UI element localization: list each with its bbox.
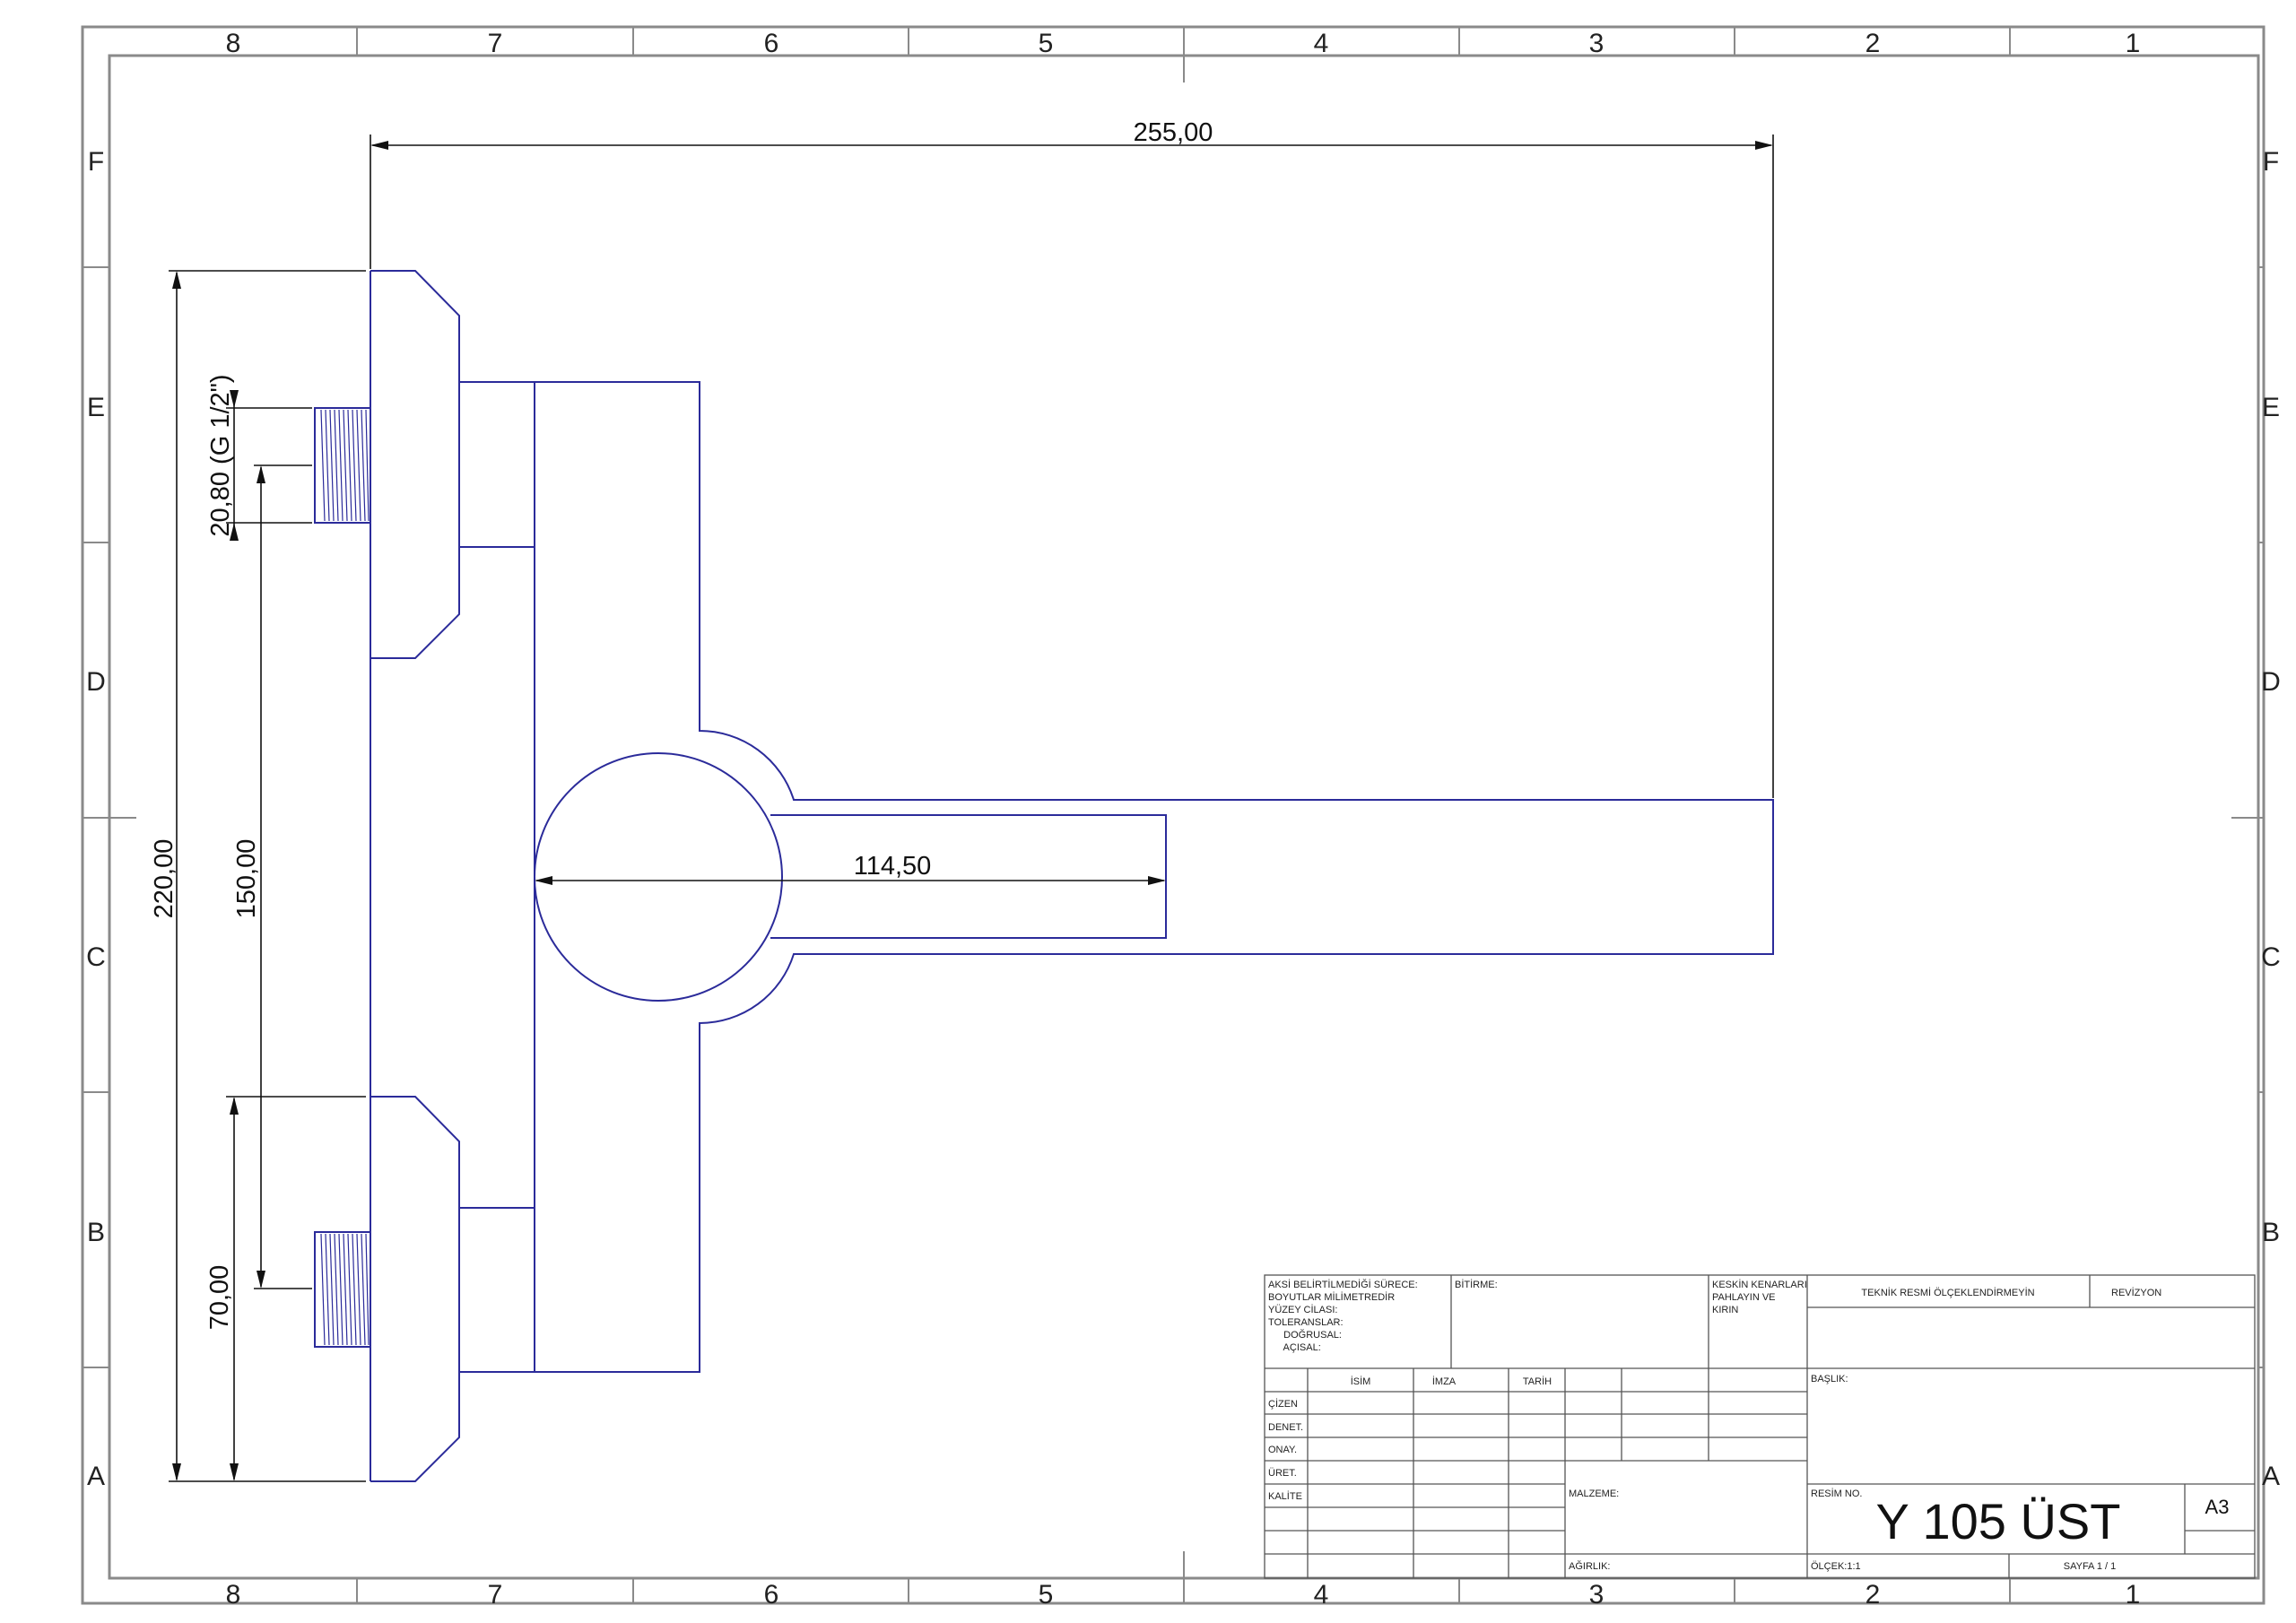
zone-row-d-left: D xyxy=(86,667,106,697)
weight-label: AĞIRLIK: xyxy=(1569,1560,1610,1572)
role-drawn: ÇİZEN xyxy=(1268,1398,1298,1410)
zone-row-a-left: A xyxy=(87,1462,105,1491)
zone-row-e-right: E xyxy=(2262,393,2280,422)
zone-row-f-right: F xyxy=(2263,147,2279,177)
drawing-no-label: RESİM NO. xyxy=(1811,1488,1862,1499)
zone-col-7-bottom: 7 xyxy=(488,1580,503,1610)
zone-row-e-left: E xyxy=(87,393,105,422)
role-checked: DENET. xyxy=(1268,1422,1303,1433)
do-not-scale-note: TEKNİK RESMİ ÖLÇEKLENDİRMEYİN xyxy=(1861,1287,2034,1298)
note-line-5: DOĞRUSAL: xyxy=(1275,1329,1342,1341)
zone-row-f-left: F xyxy=(88,147,104,177)
dim-label-114: 114,50 xyxy=(854,852,932,881)
note-line-3: YÜZEY CİLASI: xyxy=(1268,1304,1337,1315)
material-label: MALZEME: xyxy=(1569,1488,1619,1499)
dimension-inlet-spacing: 150,00 xyxy=(232,464,312,1289)
edges-note-3: KIRIN xyxy=(1712,1305,1738,1315)
zone-col-4-bottom: 4 xyxy=(1314,1580,1329,1610)
zone-col-4-top: 4 xyxy=(1314,29,1329,58)
inner-border xyxy=(108,54,2260,1580)
zone-row-d-right: D xyxy=(2261,667,2281,697)
edges-note-1: KESKİN KENARLARI xyxy=(1712,1279,1807,1290)
role-approved: ONAY. xyxy=(1268,1445,1297,1455)
dimension-thread: 20,80 (G 1/2") xyxy=(206,374,312,541)
zone-col-5-top: 5 xyxy=(1039,29,1054,58)
upper-flange xyxy=(370,270,460,659)
zone-row-b-left: B xyxy=(87,1218,105,1247)
col-date-label: TARİH xyxy=(1523,1376,1552,1387)
upper-threaded-inlet xyxy=(314,407,371,524)
zone-col-7-top: 7 xyxy=(488,29,503,58)
dim-label-thread: 20,80 (G 1/2") xyxy=(206,374,235,536)
zone-row-labels-right: F E D C B A xyxy=(2261,147,2281,1491)
dimension-total-width: 255,00 xyxy=(370,118,1774,798)
note-line-1: AKSİ BELİRTİLMEDİĞİ SÜRECE: xyxy=(1268,1279,1418,1290)
zone-row-c-left: C xyxy=(86,942,106,972)
upper-neck xyxy=(459,381,535,548)
outer-border xyxy=(81,25,2266,1605)
lower-neck xyxy=(459,1207,535,1373)
title-label: BAŞLIK: xyxy=(1811,1374,1848,1384)
col-name-label: İSİM xyxy=(1351,1376,1371,1387)
note-line-6: AÇISAL: xyxy=(1275,1342,1321,1353)
zone-ticks xyxy=(83,27,2264,1603)
zone-col-6-top: 6 xyxy=(764,29,779,58)
note-line-4: TOLERANSLAR: xyxy=(1268,1317,1344,1328)
zone-row-b-right: B xyxy=(2262,1218,2280,1247)
dimension-total-height: 220,00 xyxy=(150,270,366,1482)
drawing-number: Y 105 ÜST xyxy=(1876,1493,2121,1549)
main-body xyxy=(534,381,1774,1373)
lower-flange xyxy=(370,1096,460,1482)
note-line-2: BOYUTLAR MİLİMETREDİR xyxy=(1268,1291,1395,1303)
role-manufacturing: ÜRET. xyxy=(1268,1468,1297,1479)
sheet-size: A3 xyxy=(2205,1496,2230,1518)
dimension-inlet-offset: 70,00 xyxy=(205,1096,366,1481)
sheet-number-label: SAYFA 1 / 1 xyxy=(2064,1561,2117,1572)
scale-label: ÖLÇEK:1:1 xyxy=(1811,1561,1861,1572)
role-quality: KALİTE xyxy=(1268,1490,1302,1502)
edges-note-2: PAHLAYIN VE xyxy=(1712,1292,1776,1303)
zone-col-6-bottom: 6 xyxy=(764,1580,779,1610)
revision-label: REVİZYON xyxy=(2111,1287,2161,1298)
zone-row-c-right: C xyxy=(2261,942,2281,972)
zone-column-labels-bottom: 8 7 6 5 4 3 2 1 xyxy=(226,1580,2141,1610)
finish-label: BİTİRME: xyxy=(1455,1279,1498,1290)
zone-col-1-top: 1 xyxy=(2126,29,2141,58)
dim-label-255: 255,00 xyxy=(1134,118,1213,147)
col-signature-label: İMZA xyxy=(1432,1376,1457,1387)
mixer-body-outline xyxy=(370,270,1774,1482)
title-block: AKSİ BELİRTİLMEDİĞİ SÜRECE: BOYUTLAR MİL… xyxy=(1264,1274,2256,1579)
mixer-knob xyxy=(534,752,783,1002)
zone-col-5-bottom: 5 xyxy=(1039,1580,1054,1610)
dim-label-70: 70,00 xyxy=(205,1265,234,1331)
zone-col-2-top: 2 xyxy=(1866,29,1881,58)
zone-col-3-bottom: 3 xyxy=(1589,1580,1605,1610)
zone-col-2-bottom: 2 xyxy=(1866,1580,1881,1610)
zone-col-8-bottom: 8 xyxy=(226,1580,241,1610)
zone-row-a-right: A xyxy=(2262,1462,2280,1491)
lower-threaded-inlet xyxy=(314,1231,371,1348)
dim-label-150: 150,00 xyxy=(232,839,261,919)
zone-row-labels-left: F E D C B A xyxy=(86,147,106,1491)
spout-inner xyxy=(770,814,1167,939)
zone-column-labels-top: 8 7 6 5 4 3 2 1 xyxy=(226,29,2141,58)
zone-col-1-bottom: 1 xyxy=(2126,1580,2141,1610)
dim-label-220: 220,00 xyxy=(150,839,178,919)
zone-col-8-top: 8 xyxy=(226,29,241,58)
dimension-spout: 114,50 xyxy=(535,852,1166,885)
zone-col-3-top: 3 xyxy=(1589,29,1605,58)
